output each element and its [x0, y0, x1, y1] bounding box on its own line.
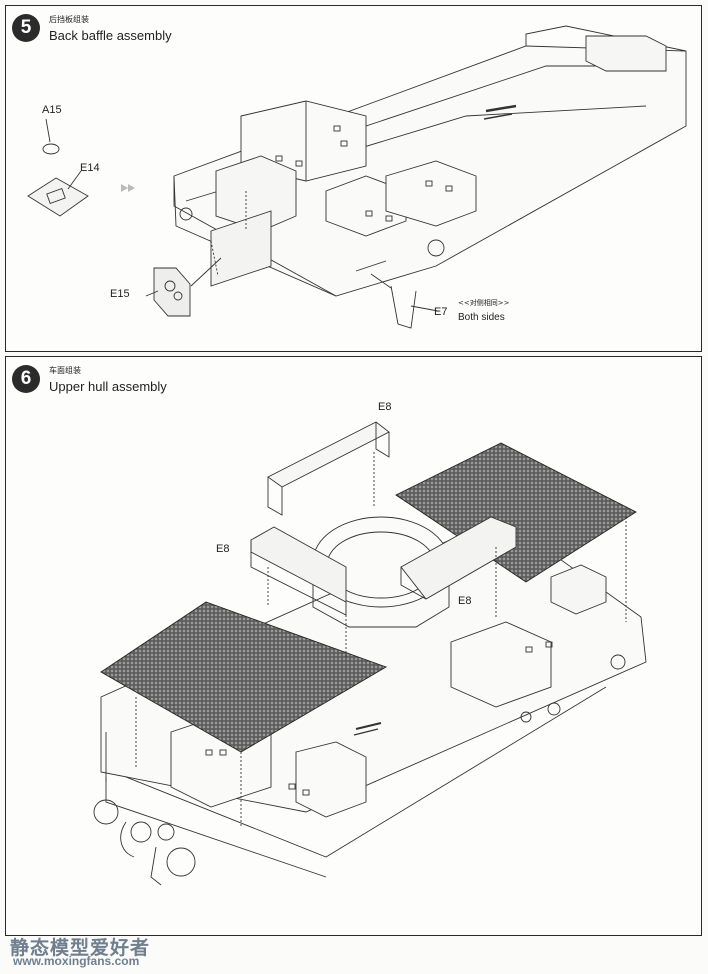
note-both-sides-en: Both sides	[458, 312, 505, 323]
step-5-title-cn: 后挡板组装	[49, 15, 89, 24]
step-5-title-en: Back baffle assembly	[49, 28, 172, 43]
part-label-a15: A15	[42, 104, 62, 116]
step-6-diagram	[93, 421, 647, 886]
step-5-diagram	[27, 25, 687, 329]
part-label-e14: E14	[80, 162, 100, 174]
step-5-panel: 5 后挡板组装 Back baffle assembly	[5, 5, 702, 352]
part-label-e7: E7	[434, 306, 448, 318]
step-6-panel: 6 车面组装 Upper hull assembly	[5, 356, 702, 936]
part-label-e8-top: E8	[378, 401, 392, 413]
part-label-e15: E15	[110, 288, 130, 300]
step-6-badge: 6	[12, 365, 40, 393]
watermark-url: www.moxingfans.com	[13, 954, 140, 968]
watermark-site-name: 静态模型爱好者	[10, 937, 151, 959]
step-5-badge: 5	[12, 14, 40, 42]
part-label-e8-right: E8	[458, 595, 472, 607]
part-label-e8-left: E8	[216, 543, 230, 555]
step-6-title-en: Upper hull assembly	[49, 379, 167, 394]
step-6-title-cn: 车面组装	[49, 366, 81, 375]
note-both-sides-cn: <<对侧相同>>	[458, 299, 510, 307]
